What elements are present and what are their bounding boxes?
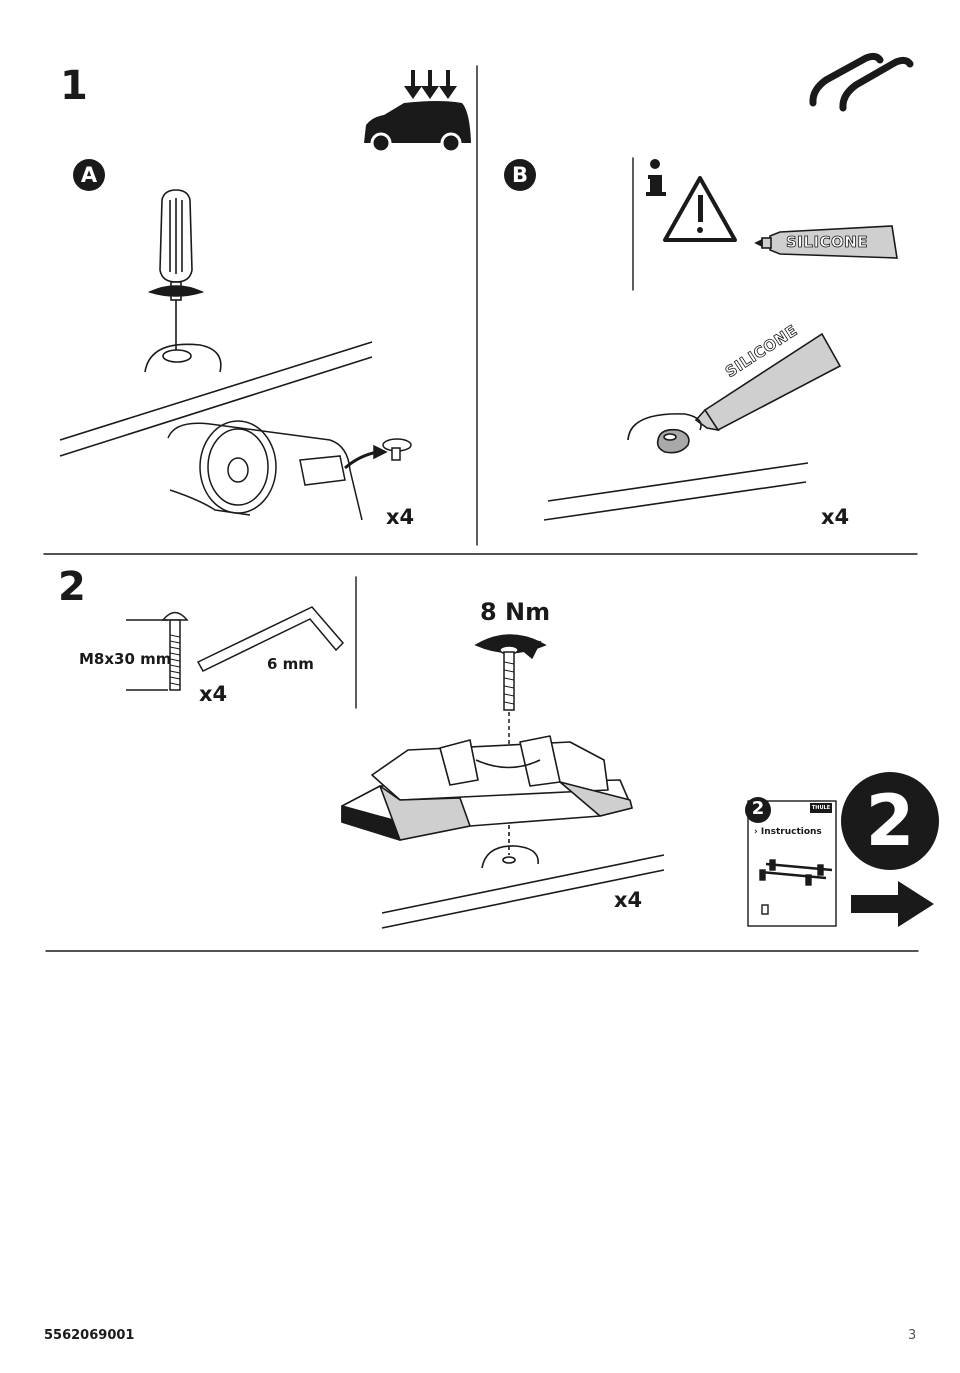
- car-roof-load-icon: [364, 70, 471, 154]
- hex-key-size-label: 6 mm: [267, 655, 314, 673]
- bolt-m8x30-illustration: [126, 611, 189, 691]
- torque-bolt-illustration: [474, 634, 547, 760]
- hex-key-illustration: [196, 606, 345, 672]
- mount-quantity: x4: [614, 888, 643, 912]
- step-1b-quantity: x4: [821, 505, 850, 529]
- roof-rails-icon: [809, 52, 914, 112]
- next-step-number: 2: [865, 780, 915, 862]
- silicone-tube-icon: [754, 225, 898, 259]
- bolt-spec-label: M8x30 mm: [79, 650, 172, 668]
- page-number: 3: [908, 1328, 917, 1343]
- badge-b: B: [511, 163, 528, 187]
- silicone-application-illustration: [543, 332, 842, 521]
- step-1a-quantity: x4: [386, 505, 415, 529]
- next-booklet-illustration: [745, 772, 939, 927]
- parts-quantity: x4: [199, 682, 228, 706]
- step-1-number: 1: [60, 63, 88, 109]
- booklet-title: › Instructions: [754, 827, 822, 837]
- dashboard-illustration: [167, 420, 412, 521]
- torque-value: 8 Nm: [480, 598, 551, 626]
- booklet-brand: THULE: [811, 805, 831, 811]
- screwdriver-illustration: [59, 189, 373, 457]
- silicone-tube-label: SILICONE: [786, 233, 869, 252]
- foot-mount-illustration: [341, 735, 665, 929]
- document-code: 5562069001: [44, 1328, 135, 1343]
- booklet-badge: 2: [751, 798, 765, 819]
- badge-a: A: [80, 163, 98, 187]
- step-2-number: 2: [58, 564, 86, 610]
- info-warning-illustration: [646, 159, 737, 242]
